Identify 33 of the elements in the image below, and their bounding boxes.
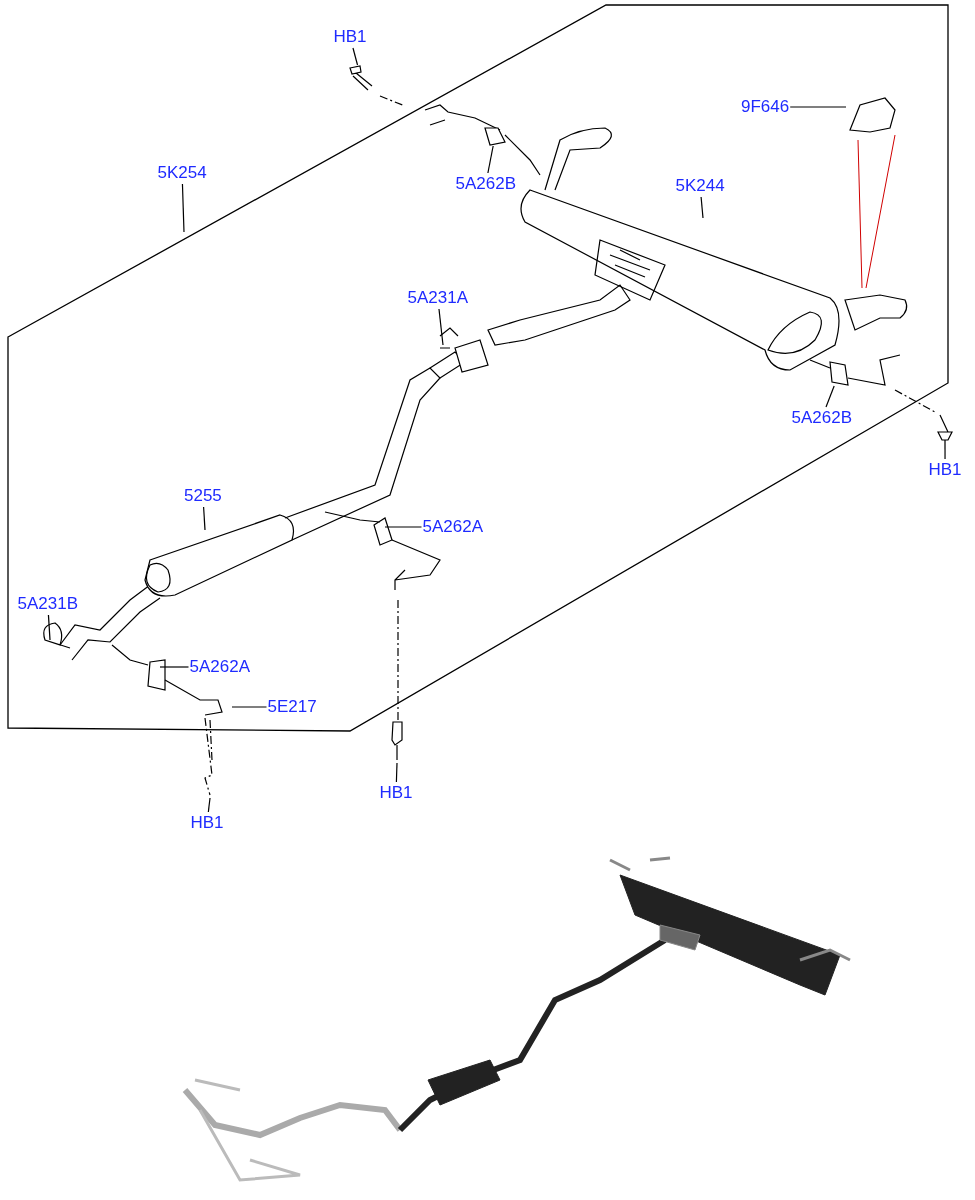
callout-label: 5A231B (17, 594, 78, 614)
leader-line (438, 308, 444, 346)
callout-label: 5A262B (455, 174, 516, 194)
leader-line (231, 706, 268, 708)
callout-label: HB1 (190, 813, 224, 833)
callout-label: 9F646 (741, 97, 790, 117)
leader-line (47, 614, 51, 641)
leader-line (395, 762, 398, 783)
callout-label: HB1 (928, 460, 962, 480)
callout-label: HB1 (333, 27, 367, 47)
hanger-drawing (829, 361, 849, 386)
leader-line (700, 196, 704, 219)
leader-line (487, 145, 494, 174)
leader-line (944, 439, 946, 460)
callout-label: 5K244 (675, 176, 725, 196)
leader-line (352, 47, 359, 66)
callout-label: 5255 (184, 486, 222, 506)
callout-label: 5K254 (157, 163, 207, 183)
leader-line (825, 385, 835, 408)
hanger-drawing (484, 127, 506, 146)
leader-line (207, 797, 211, 813)
leader-line (181, 183, 185, 233)
callout-label: 5A231A (407, 288, 468, 308)
callout-label: HB1 (379, 783, 413, 803)
leader-line (384, 526, 423, 528)
callout-label: 5A262B (791, 408, 852, 428)
callout-label: 5A262A (422, 517, 483, 537)
leader-line (203, 506, 206, 531)
callout-label: 5E217 (267, 697, 317, 717)
leader-line (789, 106, 847, 108)
leader-line (159, 666, 190, 668)
callout-label: 5A262A (189, 657, 250, 677)
bolt-drawing (349, 65, 373, 91)
